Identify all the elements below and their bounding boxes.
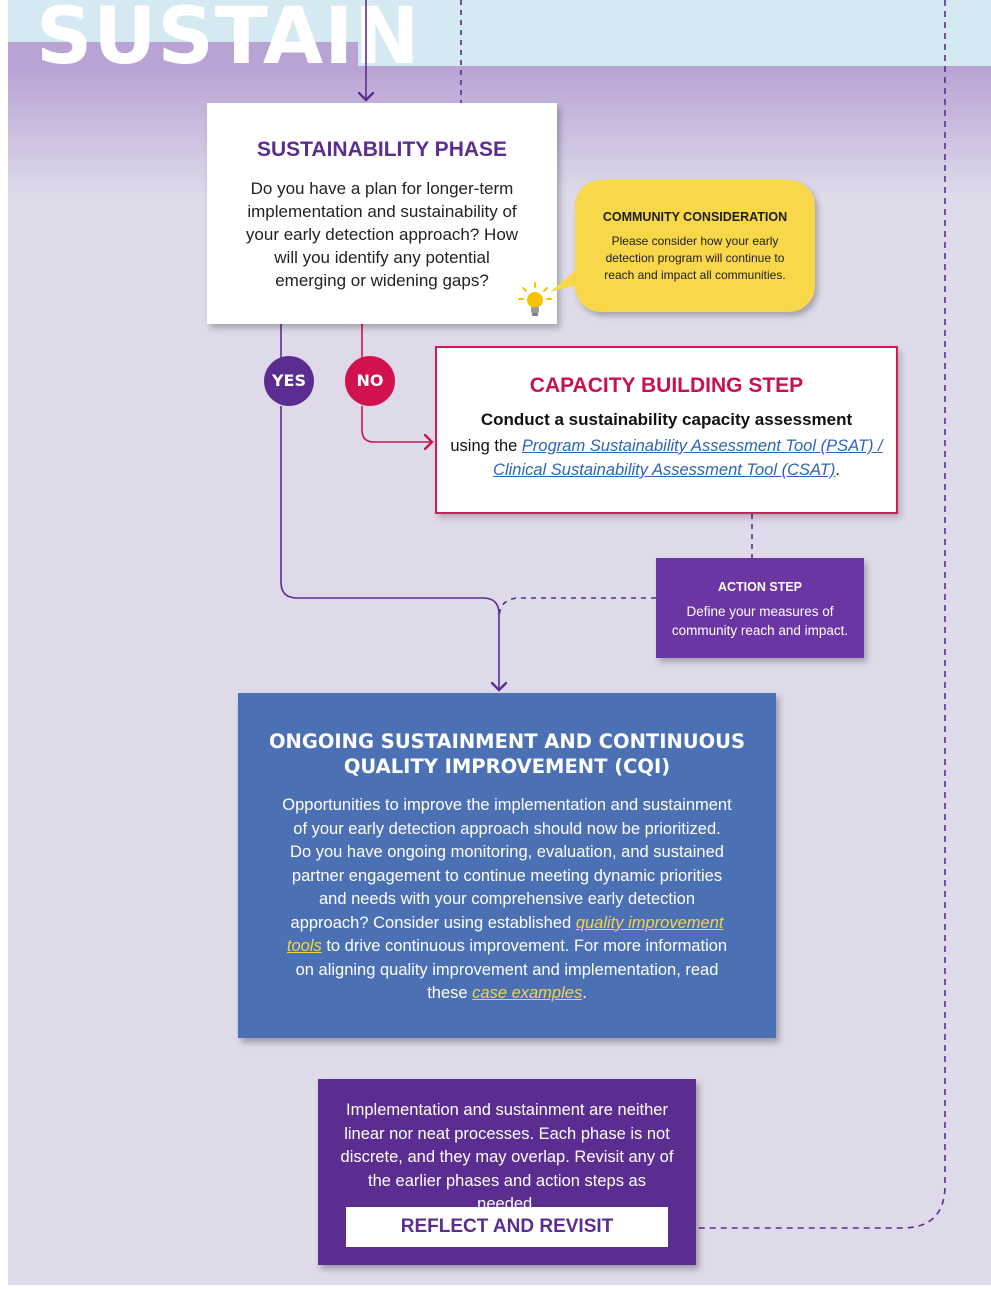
phase-title: SUSTAINABILITY PHASE — [256, 138, 508, 161]
yes-badge: YES — [264, 356, 314, 406]
action-step-box: ACTION STEP Define your measures of comm… — [656, 558, 864, 658]
cqi-text-1: Opportunities to improve the implementat… — [282, 796, 732, 932]
case-examples-link[interactable]: case examples — [472, 984, 583, 1002]
psat-csat-link[interactable]: Program Sustainability Assessment Tool (… — [493, 437, 883, 479]
banner-strip — [8, 42, 358, 72]
action-title: ACTION STEP — [717, 580, 803, 594]
reflect-and-revisit-button[interactable]: REFLECT AND REVISIT — [346, 1207, 668, 1247]
sustain-heading: SUSTAIN — [36, 0, 421, 82]
dashed-action-to-merge — [498, 597, 656, 620]
line-yes-to-cqi — [280, 406, 499, 690]
community-title: COMMUNITY CONSIDERATION — [602, 210, 788, 224]
capacity-detail: using the Program Sustainability Assessm… — [447, 434, 886, 482]
reflect-body: Implementation and sustainment are neith… — [340, 1101, 674, 1213]
capacity-suffix: . — [835, 461, 840, 479]
capacity-building-box: CAPACITY BUILDING STEP Conduct a sustain… — [435, 346, 898, 514]
cqi-text-2: to drive continuous improvement. For mor… — [295, 937, 728, 1002]
cqi-box: ONGOING SUSTAINMENT AND CONTINUOUS QUALI… — [238, 693, 776, 1038]
sustainability-phase-box: SUSTAINABILITY PHASE Do you have a plan … — [207, 103, 557, 324]
cqi-body: Opportunities to improve the implementat… — [282, 794, 732, 1006]
capacity-prefix: using the — [450, 437, 522, 455]
quality-improvement-tools-link[interactable]: quality improvement tools — [286, 913, 724, 956]
community-body: Please consider how your early detection… — [604, 234, 786, 282]
phase-question: Do you have a plan for longer-term imple… — [245, 179, 519, 290]
cqi-text-3: . — [582, 984, 587, 1002]
action-body: Define your measures of community reach … — [671, 604, 849, 638]
line-no-to-capacity — [361, 406, 432, 442]
page-canvas: SUSTAIN SUSTAINABILITY PHASE Do you have… — [8, 0, 991, 1285]
no-badge: NO — [345, 356, 395, 406]
community-consideration-callout: COMMUNITY CONSIDERATION Please consider … — [575, 180, 815, 312]
flow-connectors — [280, 0, 946, 1229]
reflect-box: Implementation and sustainment are neith… — [318, 1079, 696, 1265]
capacity-lead: Conduct a sustainability capacity assess… — [480, 410, 853, 429]
lightbulb-icon — [518, 282, 552, 316]
cqi-title: ONGOING SUSTAINMENT AND CONTINUOUS QUALI… — [268, 730, 746, 778]
capacity-title: CAPACITY BUILDING STEP — [529, 374, 804, 397]
